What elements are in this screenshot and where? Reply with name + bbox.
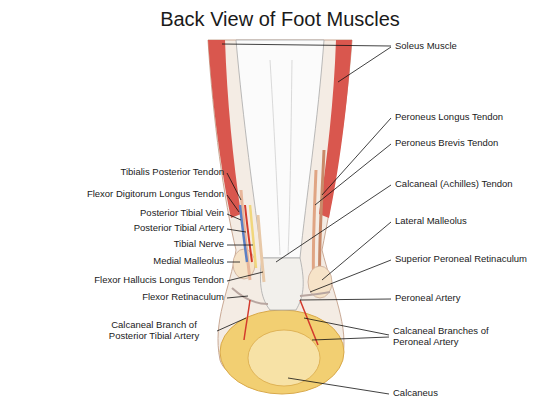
leader-lines bbox=[217, 44, 391, 394]
leader-line bbox=[322, 222, 391, 280]
leader-line bbox=[222, 44, 391, 46]
soleus-muscle-right bbox=[319, 40, 352, 218]
flexor-hallucis-longus bbox=[258, 215, 264, 282]
part-label: Calcaneal Branches of Peroneal Artery bbox=[393, 325, 505, 347]
diagram-title: Back View of Foot Muscles bbox=[0, 8, 560, 31]
achilles-tendon bbox=[236, 40, 324, 258]
leader-line bbox=[310, 260, 391, 292]
calcaneus-bone bbox=[248, 330, 320, 386]
part-label: Superior Peroneal Retinaculum bbox=[395, 253, 527, 264]
part-label: Flexor Hallucis Longus Tendon bbox=[94, 274, 224, 285]
leader-line bbox=[227, 214, 241, 220]
part-label: Calcaneal (Achilles) Tendon bbox=[395, 178, 513, 189]
leader-line bbox=[338, 47, 391, 82]
part-label: Peroneus Longus Tendon bbox=[395, 111, 503, 122]
leader-line bbox=[288, 378, 389, 394]
calcaneal-artery bbox=[300, 300, 318, 345]
part-label: Calcaneus bbox=[393, 387, 438, 398]
tendon-shading bbox=[270, 60, 280, 255]
leader-line bbox=[227, 272, 263, 281]
calcaneal-artery bbox=[244, 300, 250, 340]
part-label: Lateral Malleolus bbox=[395, 215, 467, 226]
part-label: Peroneus Brevis Tendon bbox=[395, 137, 498, 148]
tendon-shading bbox=[288, 60, 292, 255]
part-label: Flexor Retinaculum bbox=[142, 291, 224, 302]
leader-line bbox=[276, 185, 391, 262]
peroneal-retinaculum bbox=[300, 292, 330, 296]
part-label: Posterior Tibial Artery bbox=[134, 222, 224, 233]
part-label: Calcaneal Branch of Posterior Tibial Art… bbox=[94, 319, 214, 341]
part-label: Tibial Nerve bbox=[174, 238, 224, 249]
leader-line bbox=[227, 262, 240, 263]
leader-line bbox=[322, 118, 391, 195]
leader-line bbox=[227, 229, 246, 232]
part-label: Posterior Tibial Vein bbox=[140, 207, 224, 218]
leader-line bbox=[315, 144, 391, 205]
part-label: Peroneal Artery bbox=[395, 292, 460, 303]
leader-line bbox=[227, 195, 239, 212]
achilles-insertion bbox=[260, 258, 303, 310]
leader-line bbox=[227, 296, 248, 298]
part-label: Tibialis Posterior Tendon bbox=[121, 166, 225, 177]
leader-line bbox=[300, 299, 391, 300]
leader-line bbox=[312, 337, 389, 340]
leader-line bbox=[227, 173, 241, 200]
leader-line bbox=[227, 245, 253, 246]
part-label: Flexor Digitorum Longus Tendon bbox=[87, 188, 224, 199]
tibial-nerve bbox=[250, 205, 256, 268]
leader-line bbox=[304, 318, 389, 335]
part-label: Medial Malleolus bbox=[153, 255, 224, 266]
leader-line bbox=[217, 318, 246, 331]
part-label: Soleus Muscle bbox=[395, 40, 457, 51]
